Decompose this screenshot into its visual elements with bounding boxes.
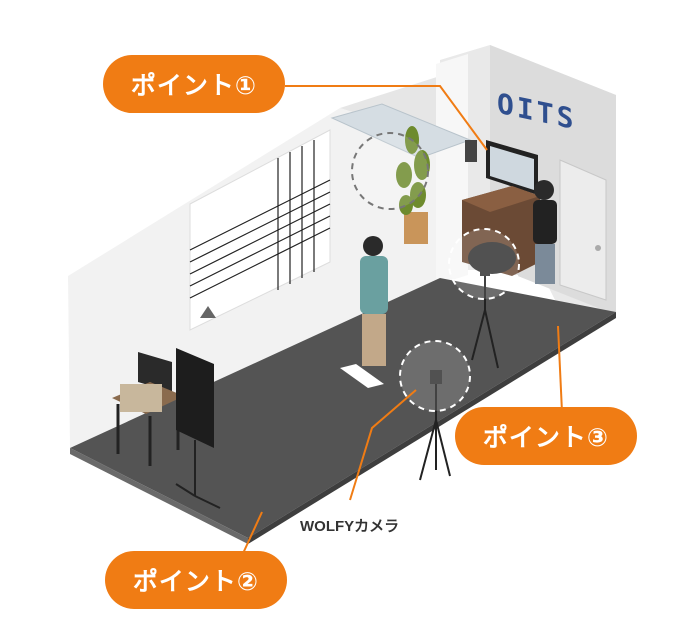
desk-top [462, 186, 540, 212]
floor-edge [248, 312, 616, 544]
floor [70, 278, 616, 538]
person-right-body [533, 200, 557, 244]
door [559, 159, 607, 301]
prompter-stand [175, 440, 221, 509]
person-center-head [363, 236, 383, 256]
door-knob [595, 245, 601, 251]
callout-point-3: ポイント③ [455, 407, 637, 465]
plant-leaves [396, 126, 430, 215]
tripod-camera-center [419, 370, 451, 481]
leader-line-camera [349, 389, 417, 501]
backdrop-lines [189, 140, 331, 299]
desk-monitor-screen [490, 146, 534, 190]
person-center-body [360, 256, 388, 314]
person-center-legs [362, 314, 386, 366]
dashed-highlight-2 [448, 228, 520, 300]
left-monitor [138, 352, 172, 392]
leader-lines [239, 85, 563, 561]
person-right-head [534, 180, 554, 200]
prompter-screen [176, 348, 214, 448]
camera-label: WOLFYカメラ [300, 518, 400, 535]
person-right-legs [535, 244, 555, 284]
boxes [120, 384, 162, 412]
wall-logo-icon [200, 306, 216, 318]
leader-line-point3 [557, 325, 563, 413]
dashed-highlight-3 [399, 340, 471, 412]
floor-marker [340, 364, 384, 388]
tripod-camera-right [471, 262, 499, 369]
callout-point-2: ポイント② [105, 551, 287, 609]
wall-switch [465, 140, 477, 162]
leader-line-point1 [285, 85, 488, 151]
callout-point-1: ポイント① [103, 55, 285, 113]
plant-pot [404, 212, 428, 244]
dashed-highlight-1 [351, 132, 429, 210]
floor-edge-left [70, 448, 248, 544]
